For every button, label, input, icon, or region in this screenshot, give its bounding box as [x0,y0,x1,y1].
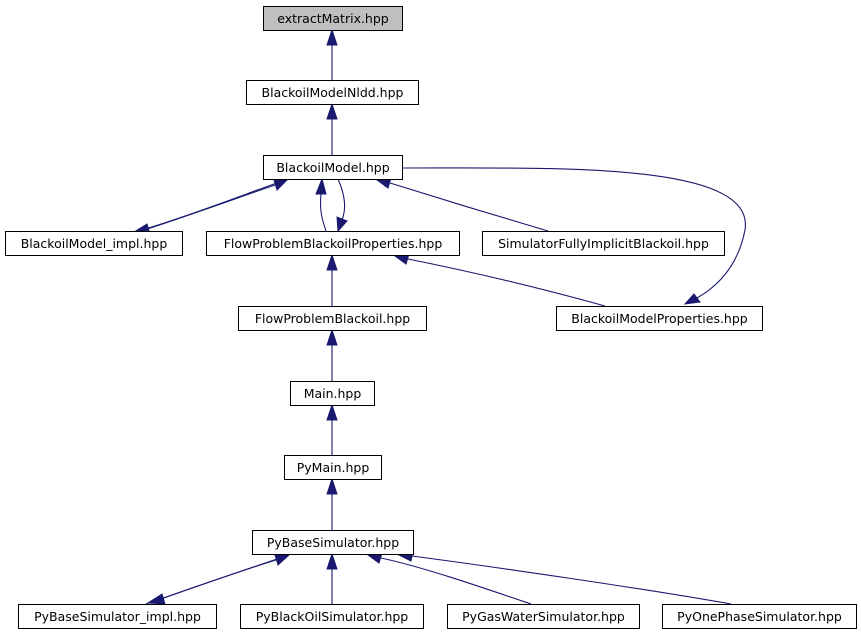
edge-model-to-nldd [326,102,338,155]
edge-bmp-to-fpbp [393,253,606,307]
edge-nldd-to-extractMatrix [326,28,338,80]
node-label: BlackoilModel_impl.hpp [21,236,168,251]
node-box [238,306,427,331]
edge-line [144,178,289,230]
edge-pybase-to-pybaseimpl [146,554,290,605]
edge-line [401,167,746,299]
edge-line [319,192,327,232]
node-label: BlackoilModelProperties.hpp [571,311,747,326]
node-box [556,306,763,331]
arrowhead-icon [274,554,291,566]
edge-line [160,554,290,600]
arrowhead-icon [273,178,290,191]
node-box [662,604,857,629]
node-label: PyGasWaterSimulator.hpp [462,609,625,624]
edge-pymain-to-main [326,403,338,455]
node-label: FlowProblemBlackoil.hpp [255,311,410,326]
node-label: PyBlackOilSimulator.hpp [256,609,409,624]
arrowhead-icon [146,593,166,605]
node-label: PyBaseSimulator_impl.hpp [34,609,201,624]
nodes: extractMatrix.hppBlackoilModelNldd.hppBl… [5,6,857,629]
node-extractMatrix: extractMatrix.hpp [263,6,403,31]
edge-pybase-to-pymain [326,477,338,530]
node-label: BlackoilModel.hpp [276,160,389,175]
node-label: SimulatorFullyImplicitBlackoil.hpp [498,236,709,251]
node-box [240,604,424,629]
edge-line [380,557,532,605]
arrowhead-icon [326,552,338,570]
node-main[interactable]: Main.hpp [290,381,375,406]
node-impl[interactable]: BlackoilModel_impl.hpp [5,231,183,256]
node-box [18,604,217,629]
node-box [252,530,414,555]
arrowhead-icon [326,477,338,495]
node-box [284,455,382,480]
node-box [263,155,403,180]
node-pygas[interactable]: PyGasWaterSimulator.hpp [447,604,640,629]
node-bmp[interactable]: BlackoilModelProperties.hpp [556,306,763,331]
node-label: FlowProblemBlackoilProperties.hpp [224,236,443,251]
arrowhead-icon [326,253,338,271]
node-box [263,6,403,31]
edge-line [411,555,732,605]
edge-line [407,258,606,307]
edge-model-to-impl [132,178,289,235]
node-pyblack[interactable]: PyBlackOilSimulator.hpp [240,604,424,629]
node-pyone[interactable]: PyOnePhaseSimulator.hpp [662,604,857,629]
node-label: PyBaseSimulator.hpp [267,535,399,550]
node-pybaseimpl[interactable]: PyBaseSimulator_impl.hpp [18,604,217,629]
node-box [447,604,640,629]
edge-sfib-to-model [375,177,549,232]
node-nldd[interactable]: BlackoilModelNldd.hpp [246,80,419,105]
arrowhead-icon [683,293,701,305]
edge-fpb-to-fpbp [326,253,338,306]
edge-fpbp-to-model [315,177,327,232]
arrowhead-icon [326,28,338,46]
node-box [5,231,183,256]
edge-model-to-bmp [401,167,746,305]
node-box [290,381,375,406]
arrowhead-icon [315,177,327,195]
edge-main-to-fpb [326,328,338,381]
node-label: Main.hpp [304,386,362,401]
node-box [246,80,419,105]
edge-pyblack-to-pybase [326,552,338,604]
node-fpb[interactable]: FlowProblemBlackoil.hpp [238,306,427,331]
edge-pyone-to-pybase [397,550,732,605]
arrowhead-icon [326,102,338,120]
node-pybase[interactable]: PyBaseSimulator.hpp [252,530,414,555]
node-fpbp[interactable]: FlowProblemBlackoilProperties.hpp [206,231,460,256]
node-label: extractMatrix.hpp [277,11,389,26]
node-box [206,231,460,256]
edge-line [389,182,549,232]
edge-model-to-fpbp [336,178,348,233]
node-label: PyOnePhaseSimulator.hpp [677,609,842,624]
node-sfib[interactable]: SimulatorFullyImplicitBlackoil.hpp [482,231,725,256]
node-pymain[interactable]: PyMain.hpp [284,455,382,480]
edge-line [337,178,346,221]
arrowhead-icon [326,328,338,346]
node-label: BlackoilModelNldd.hpp [262,85,404,100]
node-box [482,231,725,256]
node-label: PyMain.hpp [297,460,370,475]
node-model[interactable]: BlackoilModel.hpp [263,155,403,180]
arrowhead-icon [326,403,338,421]
arrowhead-icon [336,216,348,233]
